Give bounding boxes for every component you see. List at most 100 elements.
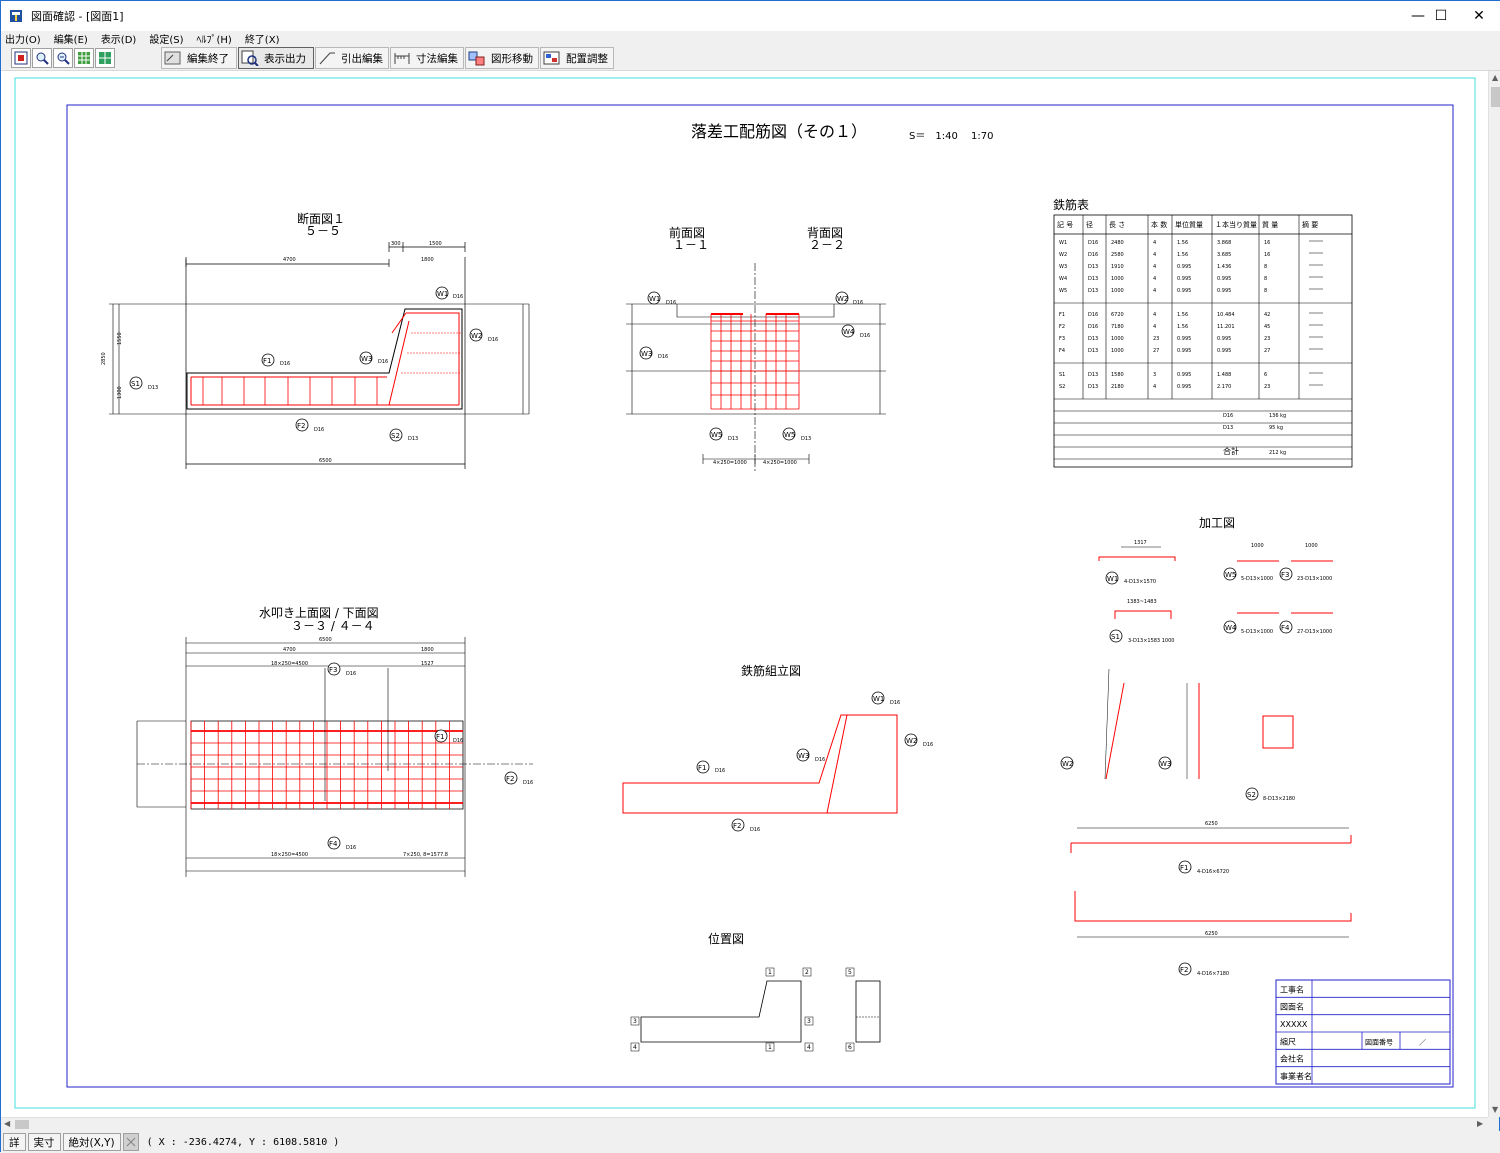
dimension-edit-button[interactable]: 寸法編集 xyxy=(390,47,464,69)
drawing-canvas[interactable]: 落差工配筋図（その１） S＝ 1:40 1:70 断面図１ ５－５ 4700 3… xyxy=(1,71,1488,1117)
layout-grid-button[interactable] xyxy=(74,48,94,68)
back-title: 背面図 xyxy=(807,226,843,240)
rebar-cell: 0.995 xyxy=(1177,264,1191,270)
svg-text:D16: D16 xyxy=(658,354,668,360)
edit-end-button[interactable]: 編集終了 xyxy=(161,47,237,69)
vertical-scroll-thumb[interactable] xyxy=(1491,87,1500,107)
scroll-left-icon[interactable]: ◀ xyxy=(4,1119,11,1128)
rebar-cell: 8 xyxy=(1264,264,1267,270)
svg-text:F4: F4 xyxy=(1281,624,1290,632)
menu-output[interactable]: 出力(O) xyxy=(5,34,41,46)
rebar-cell: 4 xyxy=(1153,324,1156,330)
absolute-coords-button[interactable]: 絶対(X,Y) xyxy=(62,1133,121,1151)
actual-size-button[interactable]: 実寸 xyxy=(27,1133,61,1151)
detail-button[interactable]: 詳 xyxy=(3,1133,26,1151)
close-button[interactable]: ✕ xyxy=(1456,1,1500,31)
zoom-fit-button[interactable] xyxy=(11,48,31,68)
horizontal-scroll-thumb[interactable] xyxy=(15,1120,29,1129)
shape-move-button[interactable]: 図形移動 xyxy=(465,47,539,69)
svg-text:W4: W4 xyxy=(843,328,855,336)
horizontal-scrollbar[interactable]: ◀ ▶ xyxy=(1,1117,1488,1130)
leader-edit-button[interactable]: 引出編集 xyxy=(315,47,389,69)
display-output-label: 表示出力 xyxy=(264,52,306,65)
rebar-cell: 0.995 xyxy=(1217,276,1231,282)
zoom-out-button[interactable] xyxy=(53,48,73,68)
rebar-table-title: 鉄筋表 xyxy=(1053,197,1089,212)
layout-adjust-icon xyxy=(543,51,560,65)
front-sub: １－１ xyxy=(673,238,709,252)
pos-mark-5: 5 xyxy=(848,969,852,976)
title-block-label: 縮尺 xyxy=(1280,1036,1296,1046)
rebar-cell: 0.995 xyxy=(1177,372,1191,378)
svg-text:3-D13×1583 1000: 3-D13×1583 1000 xyxy=(1128,638,1174,644)
svg-text:S1: S1 xyxy=(131,380,140,388)
svg-text:F4: F4 xyxy=(329,840,338,848)
vertical-scrollbar[interactable]: ▲ ▼ xyxy=(1488,71,1500,1117)
rebar-cell: 0.995 xyxy=(1217,348,1231,354)
coord-toggle-button[interactable] xyxy=(122,1133,139,1151)
layout-grid-alt-button[interactable] xyxy=(95,48,115,68)
svg-text:D13: D13 xyxy=(408,436,418,442)
proc-dim-f3: 1000 xyxy=(1305,543,1318,549)
scroll-right-icon[interactable]: ▶ xyxy=(1477,1119,1484,1128)
rebar-cell: D13 xyxy=(1088,264,1098,270)
rebar-total-mass: 136 kg xyxy=(1269,413,1286,419)
zoom-in-button[interactable] xyxy=(32,48,52,68)
apron-dim-bot-b: 7×250, 8=1577.8 xyxy=(403,852,448,858)
rebar-cell: F3 xyxy=(1059,336,1065,342)
rebar-cell: 1.56 xyxy=(1177,312,1188,318)
menu-settings[interactable]: 設定(S) xyxy=(149,34,184,46)
minimize-button[interactable]: — xyxy=(1395,1,1441,31)
display-output-button[interactable]: 表示出力 xyxy=(238,47,314,69)
leader-edit-icon xyxy=(319,52,335,65)
proc-dim-s1: 1383~1483 xyxy=(1127,599,1157,605)
menu-exit[interactable]: 終了(X) xyxy=(244,34,280,46)
leader-edit-label: 引出編集 xyxy=(341,52,383,65)
dimension-edit-icon xyxy=(394,53,410,64)
svg-text:W3: W3 xyxy=(641,350,652,358)
edit-end-label: 編集終了 xyxy=(187,52,229,65)
front-dim-a: 4×250=1000 xyxy=(713,460,747,466)
rebar-cell: D13 xyxy=(1088,336,1098,342)
processing-title: 加工図 xyxy=(1199,516,1235,530)
svg-text:F1: F1 xyxy=(436,733,444,741)
proc-dim-f1: 6250 xyxy=(1205,821,1218,827)
svg-text:D16: D16 xyxy=(890,700,900,706)
drawing-number-value: ／ xyxy=(1419,1038,1426,1046)
rebar-cell: W4 xyxy=(1059,276,1067,282)
front-back-view: 前面図 １－１ 背面図 ２－２ 4×250=1000 4×250=1000 W1… xyxy=(626,225,886,471)
maximize-button[interactable]: ☐ xyxy=(1418,1,1464,31)
shape-move-icon xyxy=(468,51,485,66)
menu-view[interactable]: 表示(D) xyxy=(100,34,137,46)
rebar-cell: 4 xyxy=(1153,276,1156,282)
svg-text:D16: D16 xyxy=(280,361,290,367)
menu-edit[interactable]: 編集(E) xyxy=(53,34,88,46)
svg-text:D16: D16 xyxy=(860,333,870,339)
layout-adjust-button[interactable]: 配置調整 xyxy=(540,47,614,69)
svg-text:F1: F1 xyxy=(698,764,706,772)
scroll-up-icon[interactable]: ▲ xyxy=(1492,73,1499,82)
layout-grid-alt-icon xyxy=(99,52,111,64)
menu-help[interactable]: ﾍﾙﾌﾟ(H) xyxy=(196,34,232,46)
drawing-number-label: 図面番号 xyxy=(1365,1038,1393,1046)
title-block-label: 会社名 xyxy=(1280,1054,1304,1064)
rebar-header-3: 本 数 xyxy=(1151,220,1167,229)
app-icon xyxy=(10,10,22,22)
scroll-down-icon[interactable]: ▼ xyxy=(1492,1105,1499,1114)
svg-text:D16: D16 xyxy=(346,845,356,851)
rebar-cell: 1.56 xyxy=(1177,252,1188,258)
toolbar: 編集終了 表示出力 引出編集 寸法編集 図形移動 配置調整 xyxy=(1,45,1500,71)
title-block-label: 工事名 xyxy=(1280,984,1304,994)
rebar-cell: 1.56 xyxy=(1177,240,1188,246)
rebar-cell: 3.685 xyxy=(1217,252,1231,258)
rebar-cell: 7180 xyxy=(1111,324,1124,330)
